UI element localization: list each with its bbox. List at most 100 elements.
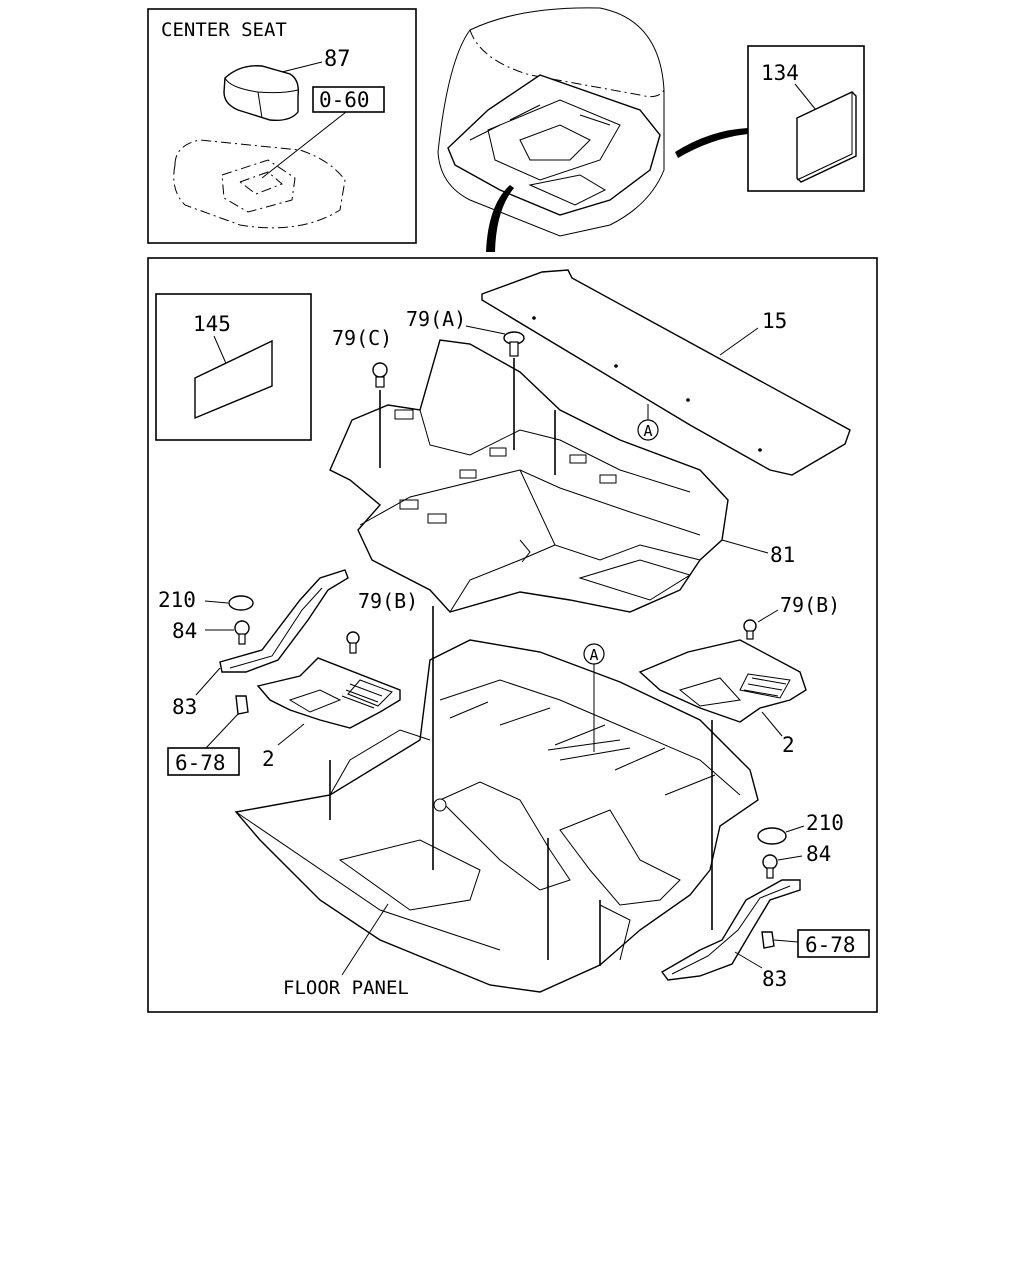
- pad-15-hole: [686, 398, 690, 402]
- pad-15-hole: [614, 364, 618, 368]
- label-2-left: 2: [262, 747, 275, 771]
- center-seat-inset: CENTER SEAT 87 0-60: [147, 8, 417, 244]
- pad-15: 15: [481, 269, 851, 476]
- cap-210-left: [228, 595, 254, 611]
- label-84-right: 84: [806, 842, 831, 866]
- mat-81-slot: [489, 447, 507, 457]
- clip-79a: 79(A): [406, 307, 556, 475]
- floor-right-footwell: [559, 809, 681, 906]
- plate-83-left-edge: [229, 587, 323, 669]
- floor-left-footwell: [338, 839, 481, 911]
- callout-line-79b-right: [757, 609, 779, 623]
- pad-2-right: 79(B) 2: [638, 593, 840, 757]
- mat-81-slot: [394, 409, 414, 420]
- pad-145-shape: [194, 339, 273, 420]
- vehicle-floor-front: [528, 174, 607, 206]
- callout-line-15: [719, 327, 759, 356]
- seat-recess-inner: [238, 171, 283, 195]
- callout-line-83-right: [734, 951, 763, 969]
- label-83-right: 83: [762, 967, 787, 991]
- pad-2-left: 79(B) 2: [256, 589, 418, 771]
- cap-210-right: [757, 827, 787, 845]
- callout-line-210-right: [785, 825, 805, 833]
- clip-79c-head: [372, 362, 388, 378]
- clip-79a-stem: [509, 341, 519, 357]
- floor-rear-ribs-2: [547, 739, 631, 761]
- plate-83-left: [219, 569, 349, 673]
- mat-81-fold-line: [359, 469, 701, 536]
- callout-line-0-60: [261, 111, 347, 179]
- clip-83-right: [761, 931, 775, 949]
- pad-2-right-grip: [739, 673, 791, 699]
- label-2-right: 2: [782, 733, 795, 757]
- mat-81-rear-fold: [419, 409, 691, 493]
- ref-a-upper: A: [637, 404, 659, 441]
- armrest-side-line: [257, 91, 263, 119]
- pad-15-shape: [481, 269, 851, 476]
- pad-2-left-ribs: [341, 683, 383, 709]
- screw-84-right: [762, 854, 778, 870]
- floor-rear-ribs: [449, 701, 716, 796]
- ref-box-678-right: [797, 929, 870, 958]
- plate-83-right-edge: [671, 885, 791, 975]
- label-79b-right: 79(B): [780, 593, 840, 617]
- right-fasteners: 210 84 83 6-78: [660, 811, 870, 991]
- label-79a: 79(A): [406, 307, 466, 331]
- label-87: 87: [324, 47, 351, 72]
- vehicle-cab-outline: [437, 7, 665, 237]
- mat-81-left-front: [449, 544, 556, 613]
- callout-line-83-left: [195, 667, 221, 696]
- pad-134-edge: [796, 92, 853, 181]
- label-84-left: 84: [172, 619, 197, 643]
- pad-2-left-heel: [288, 689, 342, 713]
- mat-81-slot: [399, 499, 419, 510]
- mat-81-right-well: [578, 559, 692, 601]
- vehicle-overview: [437, 7, 748, 252]
- vehicle-floor-ribs: [469, 104, 611, 141]
- screw-84-right-stem: [766, 867, 774, 879]
- left-fasteners: 210 84 83 6-78: [158, 569, 349, 776]
- label-a-upper: A: [643, 422, 652, 440]
- label-210-right: 210: [806, 811, 844, 835]
- mat-81-shape: [329, 339, 729, 613]
- clip-79c-stem: [375, 376, 385, 388]
- pointer-wedge-right: [675, 128, 748, 158]
- ref-box-0-60: [312, 86, 385, 113]
- ref-box-678-left: [167, 747, 240, 776]
- pad-15-hole: [532, 316, 536, 320]
- pointer-wedge-down: [486, 185, 514, 252]
- pad-2-left-grip: [347, 679, 393, 707]
- seat-recess-outline: [221, 159, 296, 213]
- pad-2-left-shape: [256, 657, 401, 729]
- callout-line-87: [281, 61, 323, 73]
- left-detail-inset: 145: [155, 293, 312, 441]
- label-134: 134: [761, 61, 799, 85]
- label-0-60: 0-60: [319, 88, 370, 112]
- center-seat-title: CENTER SEAT: [161, 19, 287, 41]
- floor-left-well: [329, 729, 431, 796]
- ref-a-lower: A: [583, 643, 605, 752]
- label-79b-left: 79(B): [358, 589, 418, 613]
- mat-81-slot: [459, 469, 477, 479]
- floor-panel: FLOOR PANEL: [234, 639, 759, 999]
- mat-81-slot: [569, 454, 587, 464]
- callout-line-84-right: [777, 855, 803, 861]
- callout-line-2-right: [761, 711, 783, 737]
- floor-right-front: [599, 904, 631, 961]
- label-79c: 79(C): [332, 326, 392, 350]
- vehicle-floor-center: [487, 99, 621, 181]
- center-seat-frame: [147, 8, 417, 244]
- label-678-left: 6-78: [175, 751, 226, 775]
- floor-hole: [433, 798, 447, 812]
- pad-15-hole: [758, 448, 762, 452]
- label-210-left: 210: [158, 588, 196, 612]
- callout-line-678-left: [205, 713, 239, 749]
- clip-79b-left: [346, 631, 360, 645]
- clip-79b-right: [743, 619, 757, 633]
- screw-84-left: [234, 620, 250, 636]
- clip-83-left: [235, 695, 249, 715]
- clip-79b-left-stem: [349, 642, 357, 654]
- vehicle-floor-mat: [447, 74, 661, 216]
- callout-line-134: [794, 83, 817, 111]
- callout-line-79a: [465, 325, 506, 335]
